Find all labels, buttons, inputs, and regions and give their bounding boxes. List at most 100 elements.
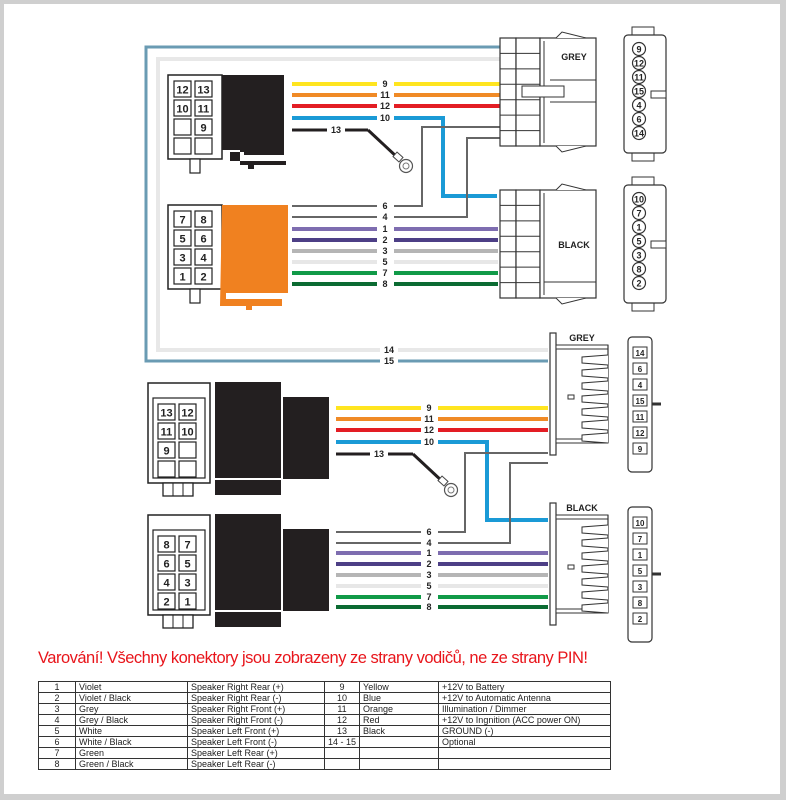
legend-function: +12V to Battery xyxy=(438,681,612,693)
pin-circle xyxy=(631,41,647,57)
ring-hole xyxy=(447,486,455,494)
pin-cell xyxy=(632,548,648,561)
latch-top xyxy=(555,31,587,39)
legend-function: Speaker Right Front (-) xyxy=(187,714,325,726)
pin-circle xyxy=(631,191,647,207)
legend-pin: 8 xyxy=(38,758,76,770)
connector-label: BLACK xyxy=(558,240,590,250)
lower-power-plug-body xyxy=(215,382,281,478)
legend-wire-color: Green / Black xyxy=(75,758,188,770)
pin-number: 11 xyxy=(636,413,645,422)
legend-wire-color xyxy=(359,747,440,759)
pin-number: 15 xyxy=(636,397,645,406)
legend-pin: 13 xyxy=(323,725,361,737)
pin-number: 11 xyxy=(198,104,210,116)
pin-number: 11 xyxy=(161,427,173,439)
pin-cell xyxy=(178,403,197,421)
pin-cell xyxy=(178,554,197,572)
pin-number: 5 xyxy=(184,559,190,571)
ground-ring-terminal-icon xyxy=(366,128,414,174)
comb-tooth xyxy=(581,380,609,392)
pin-number: 12 xyxy=(634,59,644,69)
plug-latch xyxy=(189,158,201,174)
comb-tooth xyxy=(581,524,609,536)
pin-number: 5 xyxy=(638,567,643,576)
pin-cell xyxy=(632,442,648,455)
wire-label-11: 11 xyxy=(380,90,390,100)
pin-number: 9 xyxy=(636,45,641,55)
pin-number: 3 xyxy=(184,578,190,590)
ring-hole xyxy=(402,162,410,170)
pin-number: 8 xyxy=(638,599,643,608)
wire-label-11: 11 xyxy=(424,414,434,424)
wire-label-3: 3 xyxy=(382,246,387,256)
pin-cell xyxy=(632,580,648,593)
pin-number: 7 xyxy=(638,535,643,544)
key-slot xyxy=(521,85,565,98)
legend-pin: 7 xyxy=(38,747,76,759)
lower-speaker-plug-body xyxy=(215,514,281,610)
comb-tooth xyxy=(581,367,609,379)
pin-cell xyxy=(157,573,176,591)
wire-label-4: 4 xyxy=(382,212,387,222)
pin-number: 4 xyxy=(200,253,207,265)
comb-tooth xyxy=(581,576,609,588)
comb-tooth xyxy=(581,550,609,562)
plug-latch xyxy=(189,288,201,304)
pin-cell xyxy=(194,210,213,228)
wire-label-14: 14 xyxy=(384,345,394,355)
pin-number: 3 xyxy=(179,253,185,265)
pin-number: 4 xyxy=(163,578,170,590)
legend-wire-color: Orange xyxy=(359,703,440,715)
connector-cells xyxy=(515,189,541,299)
comb-tooth xyxy=(581,393,609,405)
pin-cell xyxy=(173,248,192,266)
pin-number: 14 xyxy=(636,349,645,358)
latch-bottom xyxy=(555,145,587,153)
pin-number: 12 xyxy=(176,85,188,97)
pin-number: 4 xyxy=(638,381,643,390)
pin-cell xyxy=(632,394,648,407)
pin-number: 9 xyxy=(638,445,643,454)
pin-cell xyxy=(194,248,213,266)
wire-label-2: 2 xyxy=(382,235,387,245)
comb-tooth xyxy=(581,419,609,431)
pin-number: 3 xyxy=(636,251,641,261)
pin-cell xyxy=(632,612,648,625)
pin-cell xyxy=(632,596,648,609)
pin-cell xyxy=(632,346,648,359)
comb-tooth xyxy=(581,602,609,614)
ground-lead xyxy=(366,128,400,160)
pin-circle xyxy=(631,233,647,249)
ground-lead xyxy=(411,452,445,484)
pin-number: 6 xyxy=(638,365,643,374)
pin-cell xyxy=(632,426,648,439)
pin-cell xyxy=(157,441,176,459)
comb-tooth xyxy=(581,406,609,418)
wire-label-15: 15 xyxy=(384,356,394,366)
wire-label-13: 13 xyxy=(331,125,341,135)
wire-label-10: 10 xyxy=(380,113,390,123)
pin-number: 5 xyxy=(636,237,641,247)
legend-pin: 1 xyxy=(38,681,76,693)
wire-label-12: 12 xyxy=(424,425,434,435)
pin-number: 12 xyxy=(181,408,193,420)
pin-number: 10 xyxy=(176,104,188,116)
pin-cell xyxy=(173,80,192,98)
plug-latch xyxy=(162,482,194,497)
pin-cell xyxy=(157,592,176,610)
pin-cell xyxy=(173,210,192,228)
pin-cell xyxy=(173,137,192,155)
pin-circle xyxy=(631,275,647,291)
wire-label-5: 5 xyxy=(426,581,431,591)
legend-pin: 3 xyxy=(38,703,76,715)
legend-wire-color: Black xyxy=(359,725,440,737)
